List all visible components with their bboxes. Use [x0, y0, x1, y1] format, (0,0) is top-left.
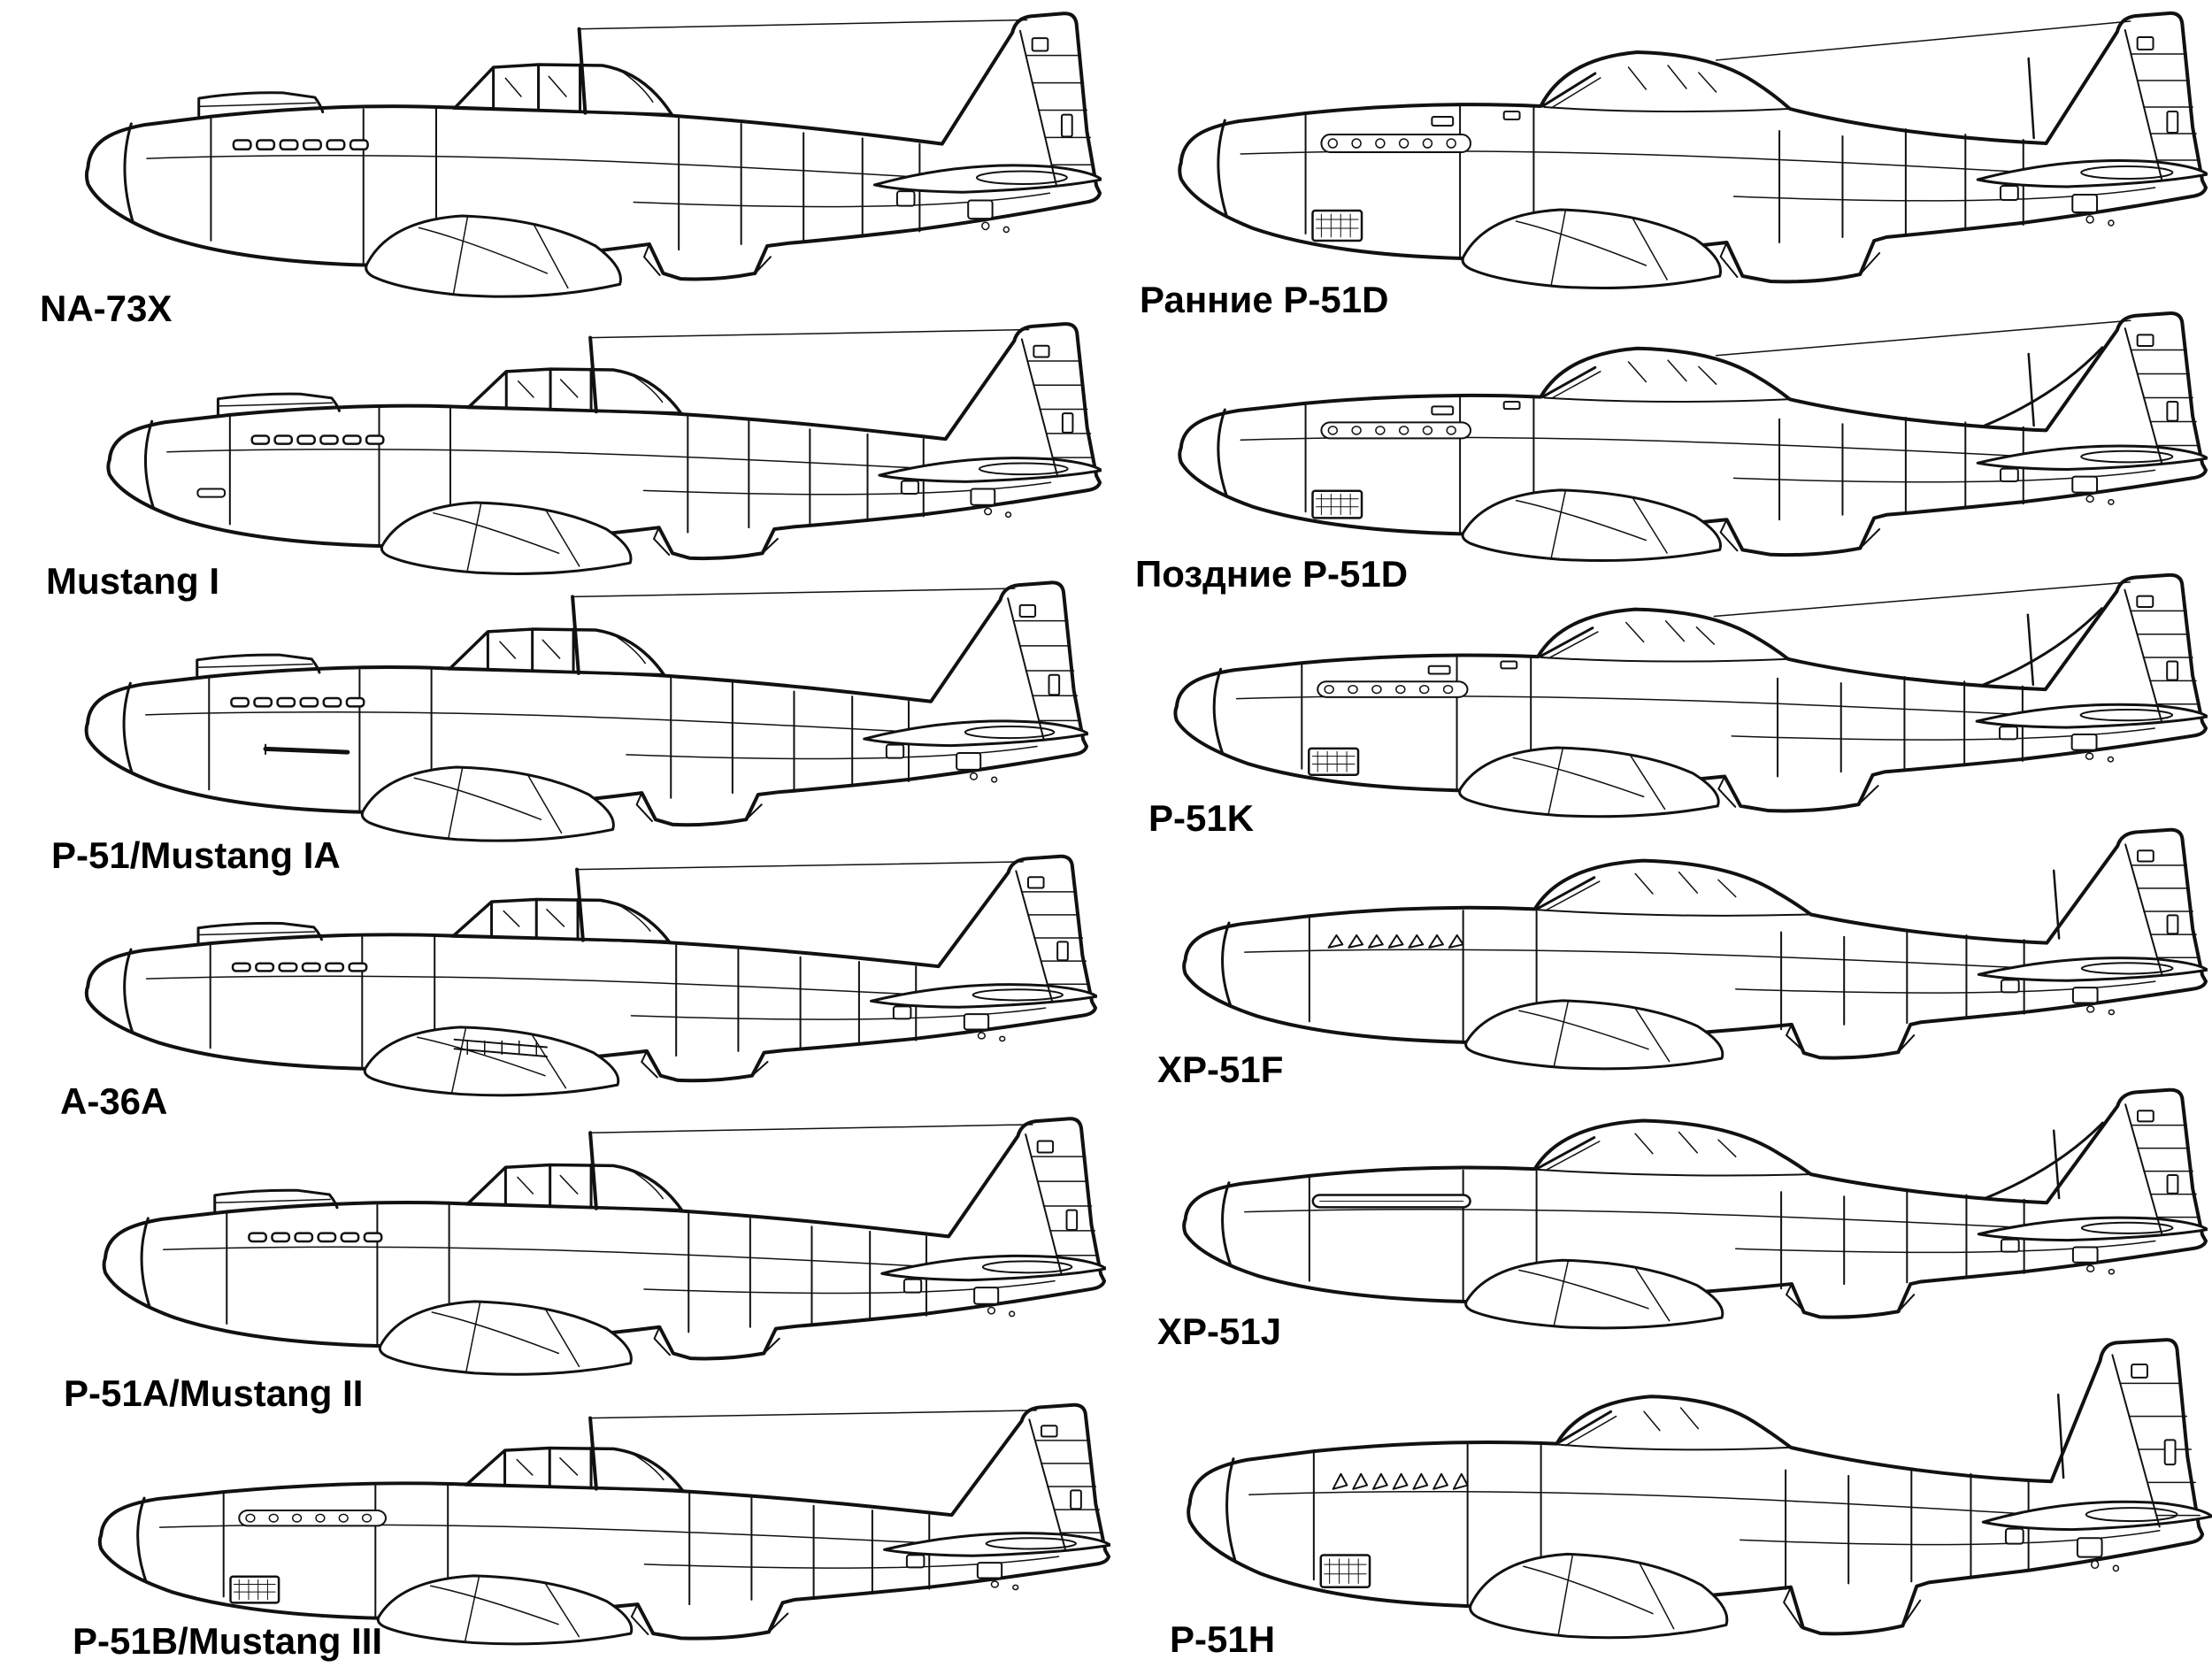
aircraft-label-na73x: NA-73X [40, 288, 173, 329]
aircraft-label-xp51f: XP-51F [1157, 1049, 1284, 1090]
aircraft-figure-na73x [62, 5, 1102, 306]
aircraft-figure-xp51j [1159, 1083, 2208, 1336]
aircraft-figure-p51k [1150, 568, 2208, 825]
aircraft-figure-p51b-mustang3 [75, 1398, 1110, 1652]
aircraft-drawing-na73x [62, 5, 1102, 306]
aircraft-label-p51b-mustang3: P-51B/Mustang III [73, 1620, 383, 1662]
aircraft-drawing-p51b-mustang3 [75, 1398, 1110, 1652]
aircraft-label-xp51j: XP-51J [1157, 1310, 1282, 1352]
aircraft-figure-early-p51d [1155, 5, 2208, 297]
aircraft-label-p51-mustang1a: P-51/Mustang IA [51, 834, 341, 876]
aircraft-figure-p51-mustang1a [62, 575, 1088, 849]
aircraft-drawing-p51h [1164, 1336, 2212, 1648]
aircraft-figure-mustang1 [84, 317, 1102, 582]
aircraft-figure-p51a-mustang2 [80, 1111, 1106, 1383]
aircraft-drawing-p51-mustang1a [62, 575, 1088, 849]
aircraft-label-p51k: P-51K [1148, 797, 1255, 839]
aircraft-drawing-p51a-mustang2 [80, 1111, 1106, 1383]
aircraft-figure-late-p51d [1155, 306, 2208, 569]
aircraft-figure-xp51f [1159, 823, 2208, 1077]
aircraft-label-mustang1: Mustang I [46, 560, 219, 602]
aircraft-drawing-a36a [62, 849, 1097, 1103]
aircraft-label-p51h: P-51H [1170, 1618, 1276, 1660]
aircraft-label-a36a: A-36A [60, 1080, 168, 1122]
aircraft-drawing-early-p51d [1155, 5, 2208, 297]
aircraft-drawing-xp51j [1159, 1083, 2208, 1336]
aircraft-figure-p51h [1164, 1336, 2212, 1648]
aircraft-drawing-late-p51d [1155, 306, 2208, 569]
aircraft-drawing-p51k [1150, 568, 2208, 825]
aircraft-figure-a36a [62, 849, 1097, 1103]
aircraft-label-late-p51d: Поздние P-51D [1135, 553, 1409, 595]
aircraft-label-p51a-mustang2: P-51A/Mustang II [64, 1372, 364, 1414]
aircraft-label-early-p51d: Ранние P-51D [1140, 279, 1389, 320]
aircraft-drawing-mustang1 [84, 317, 1102, 582]
aircraft-drawing-xp51f [1159, 823, 2208, 1077]
